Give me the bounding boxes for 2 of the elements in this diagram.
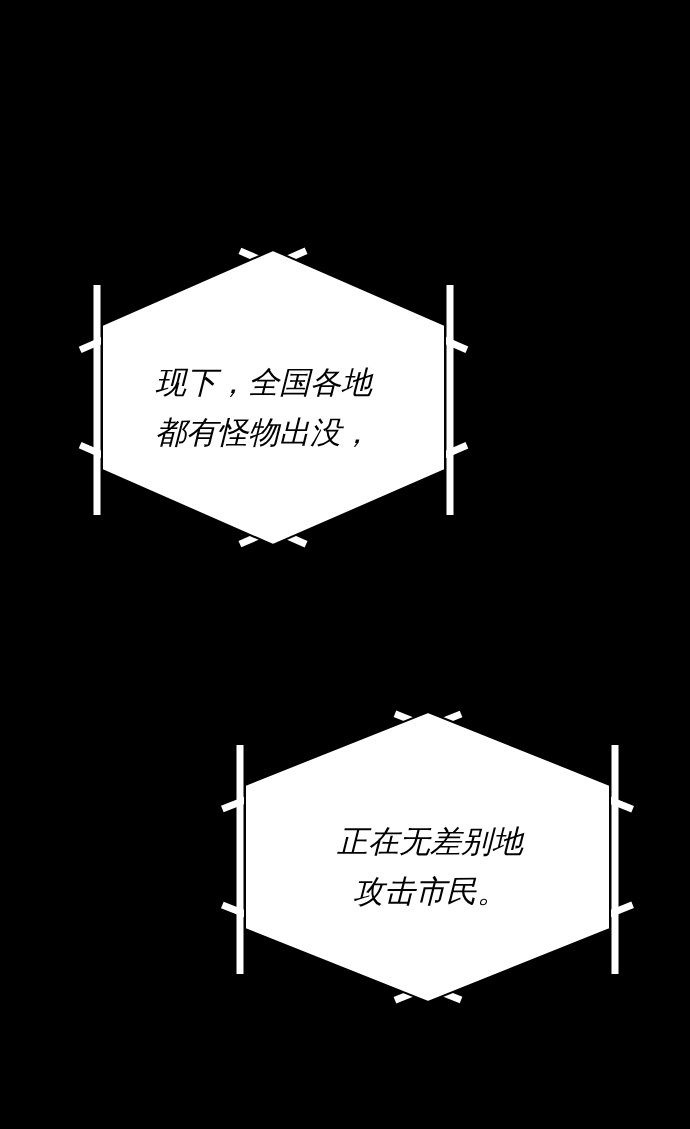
caption-text: 正在无差别地攻击市民。 [336, 822, 526, 911]
caption-text: 现下，全国各地都有怪物出没， [155, 363, 375, 452]
